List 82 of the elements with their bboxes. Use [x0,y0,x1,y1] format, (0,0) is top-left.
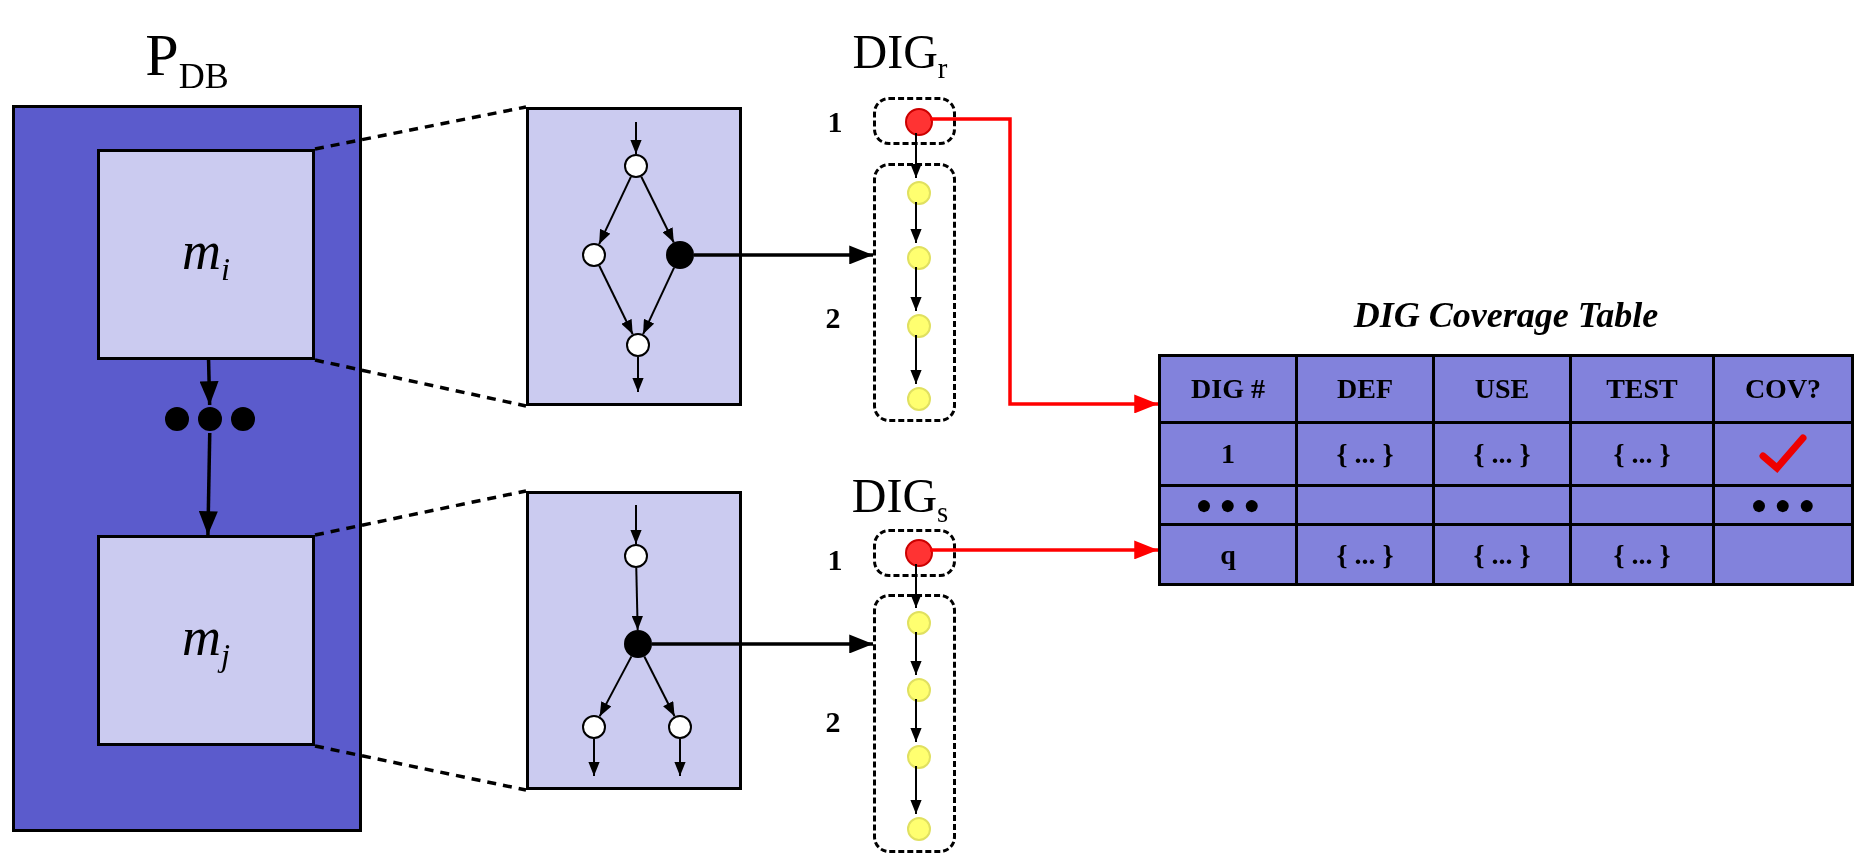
arrow [631,567,644,631]
graph-node [905,539,933,567]
graph-node [624,154,648,178]
arrow [652,634,873,654]
arrow [598,175,632,246]
graph-title: DIG$_{s}$ [850,468,950,531]
arrow [642,266,676,336]
graph-node [907,611,931,635]
graph-node [907,817,931,841]
zoom-line [314,105,527,151]
graph-title: DIG$_{r}$ [851,24,949,87]
arrow [910,132,922,179]
panel-title: P$_{DB}$ [144,21,230,98]
arrow [910,334,922,385]
table-cell: TEST [1572,357,1712,421]
graph-node [905,108,933,136]
arrow [640,175,675,244]
table-cell: 1 [1161,424,1295,484]
zoom-line [314,358,527,408]
table-cell: q [1161,526,1295,583]
arrow [674,738,686,777]
table-cell: ● ● ● [1715,487,1851,523]
arrow [598,655,633,718]
graph-node [907,678,931,702]
graph-node [666,241,694,269]
table-cell: COV? [1715,357,1851,421]
arrow [910,266,922,312]
arrow [930,117,1158,414]
arrow [598,264,634,336]
arrow [930,540,1158,560]
table-cell: ● ● ● [1161,487,1295,523]
table-cell: { ... } [1298,424,1432,484]
graph-node [624,630,652,658]
graph-node [626,333,650,357]
module-label: m$_{j}$ [182,606,230,675]
arrow [588,738,600,777]
zoom-line [314,744,527,792]
arrow [910,631,922,676]
graph-node [907,181,931,205]
table-cell: { ... } [1435,424,1569,484]
arrow [910,563,922,609]
zoom-panel [526,107,742,406]
graph-node [907,387,931,411]
table-cell: DIG # [1161,357,1295,421]
arrow [630,121,642,155]
dashed-group [873,97,956,145]
group-number: 2 [824,300,842,336]
arrow [199,359,219,406]
arrow [198,432,218,536]
group-number: 1 [826,542,844,578]
table-title: DIG Coverage Table [1352,294,1660,337]
zoom-panel [526,491,742,790]
table-cell: { ... } [1572,424,1712,484]
table-cell: DEF [1298,357,1432,421]
graph-node [668,715,692,739]
arrow [910,698,922,743]
arrow [643,655,676,718]
group-number: 2 [824,704,842,740]
dashed-group [873,594,956,853]
graph-node [582,715,606,739]
arrow [632,356,644,393]
graph-node [582,243,606,267]
module-box [97,149,315,360]
table-cell: { ... } [1298,526,1432,583]
arrow [910,765,922,815]
module-label: m$_{i}$ [182,220,230,289]
graph-node [907,745,931,769]
zoom-line [314,489,527,537]
group-number: 1 [826,104,844,140]
graph-node [907,314,931,338]
table-cell: { ... } [1572,526,1712,583]
graph-node [907,246,931,270]
ellipsis-dots [165,405,255,433]
arrow [910,201,922,244]
dashed-group [873,163,956,422]
graph-node [624,544,648,568]
dashed-group [873,529,956,577]
arrow [630,504,642,545]
table-cell: { ... } [1435,526,1569,583]
arrow [694,245,873,265]
table-cell: USE [1435,357,1569,421]
module-box [97,535,315,746]
